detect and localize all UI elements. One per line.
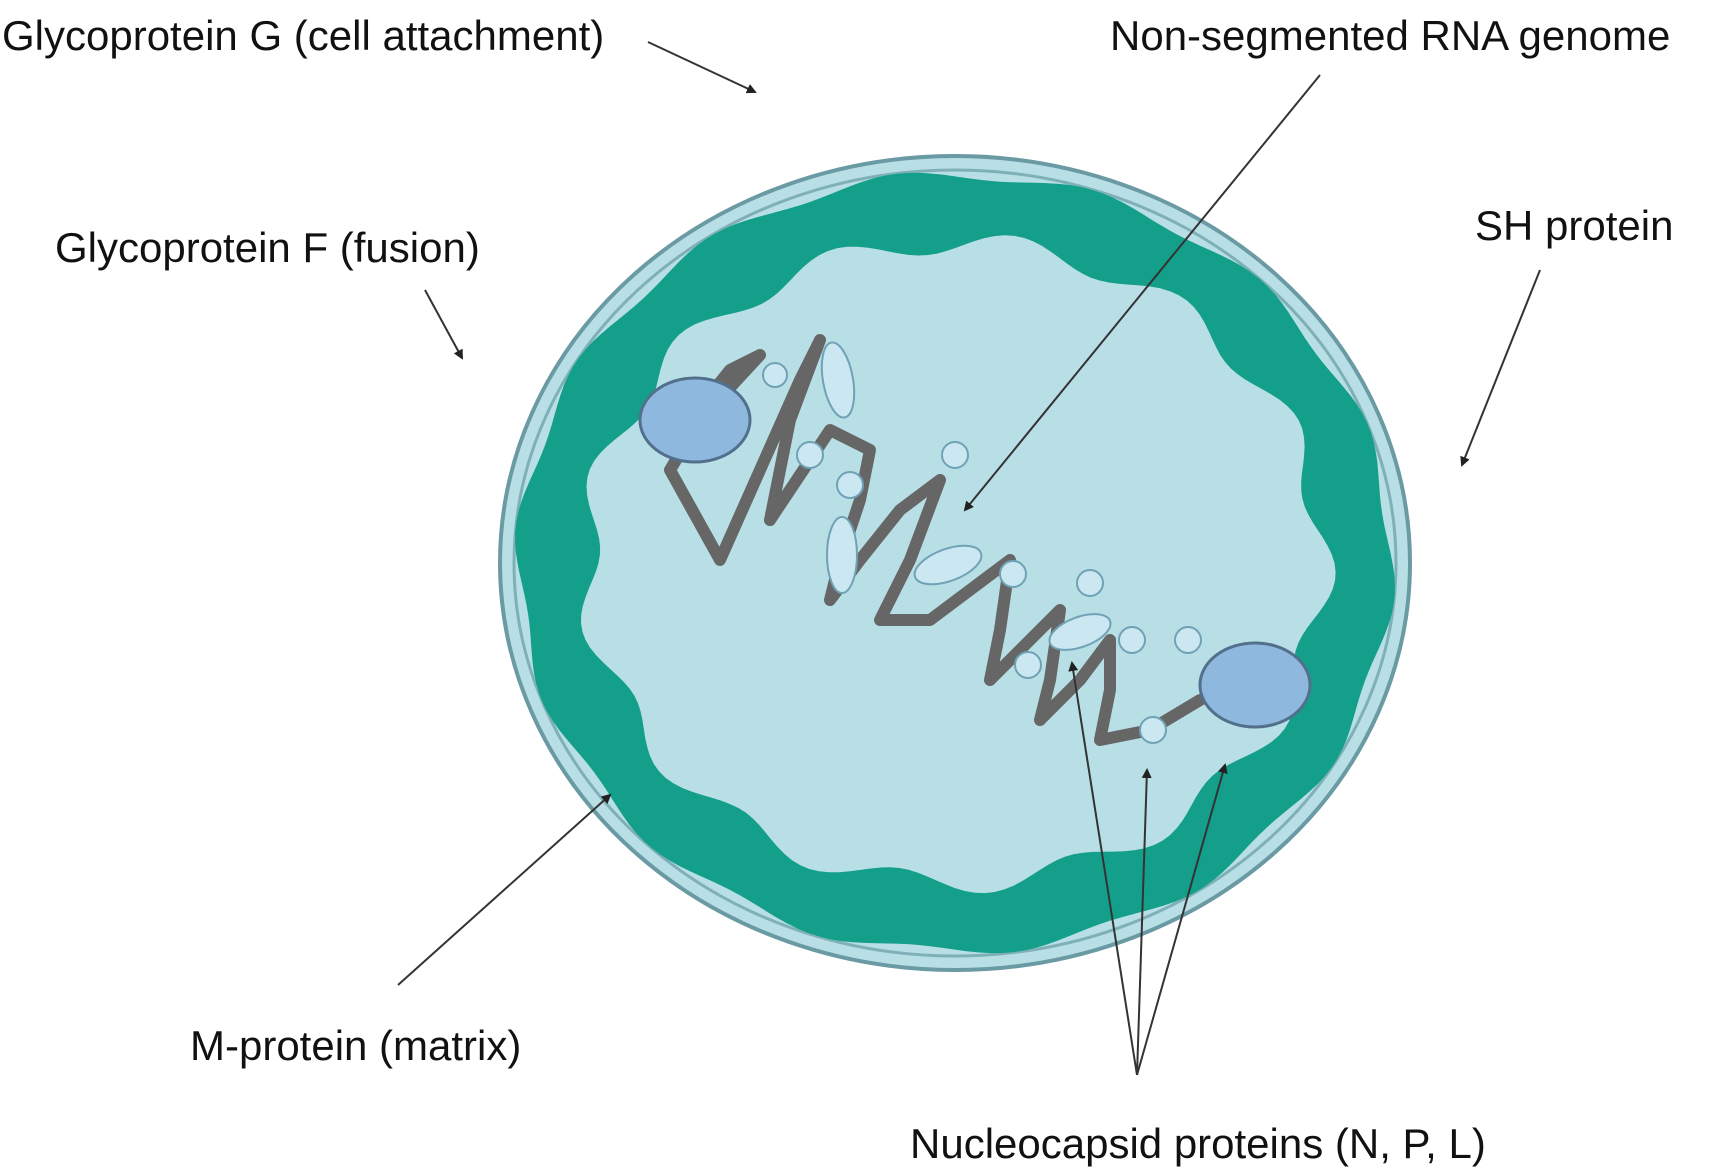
nucleocapsid-protein <box>820 341 856 419</box>
sh-protein-arrow <box>1460 269 1541 467</box>
rna-genome-arrow <box>963 74 1321 512</box>
label-glycoprotein-f: Glycoprotein F (fusion) <box>55 224 480 271</box>
label-glycoprotein-g: Glycoprotein G (cell attachment) <box>2 12 604 59</box>
nucleocapsid-protein <box>1118 626 1146 654</box>
polymerase-l-protein <box>638 376 752 464</box>
nucleocapsid-protein <box>1139 716 1167 744</box>
nucleocapsid-arrow <box>1068 661 1138 1076</box>
rna-genome-strand <box>664 334 1206 746</box>
m-protein-arrow <box>397 793 612 986</box>
nucleocapsid-protein <box>913 544 983 586</box>
envelope-inner-edge <box>512 168 1398 958</box>
nucleocapsid-protein <box>1048 613 1112 651</box>
nucleocapsid-protein <box>1014 651 1042 679</box>
label-m-protein: M-protein (matrix) <box>190 1022 521 1069</box>
label-nucleocapsid: Nucleocapsid proteins (N, P, L) <box>910 1120 1486 1167</box>
nucleocapsid-protein <box>1174 626 1202 654</box>
glycoprotein-g-arrow <box>647 41 757 94</box>
polymerase-l-protein <box>1198 641 1312 729</box>
label-sh-protein: SH protein <box>1475 202 1673 249</box>
nucleocapsid-protein <box>762 362 788 388</box>
glycoprotein-f-arrow <box>424 289 463 360</box>
nucleocapsid-protein <box>796 441 824 469</box>
nucleocapsid-arrow <box>1136 768 1152 1076</box>
nucleocapsid-protein <box>836 471 864 499</box>
nucleocapsid-protein <box>941 441 969 469</box>
nucleocapsid-protein <box>826 516 858 594</box>
label-rna-genome: Non-segmented RNA genome <box>1110 12 1670 59</box>
nucleocapsid-arrow <box>1136 763 1228 1076</box>
nucleocapsid-protein <box>1076 569 1104 597</box>
nucleocapsid-protein <box>999 560 1027 588</box>
